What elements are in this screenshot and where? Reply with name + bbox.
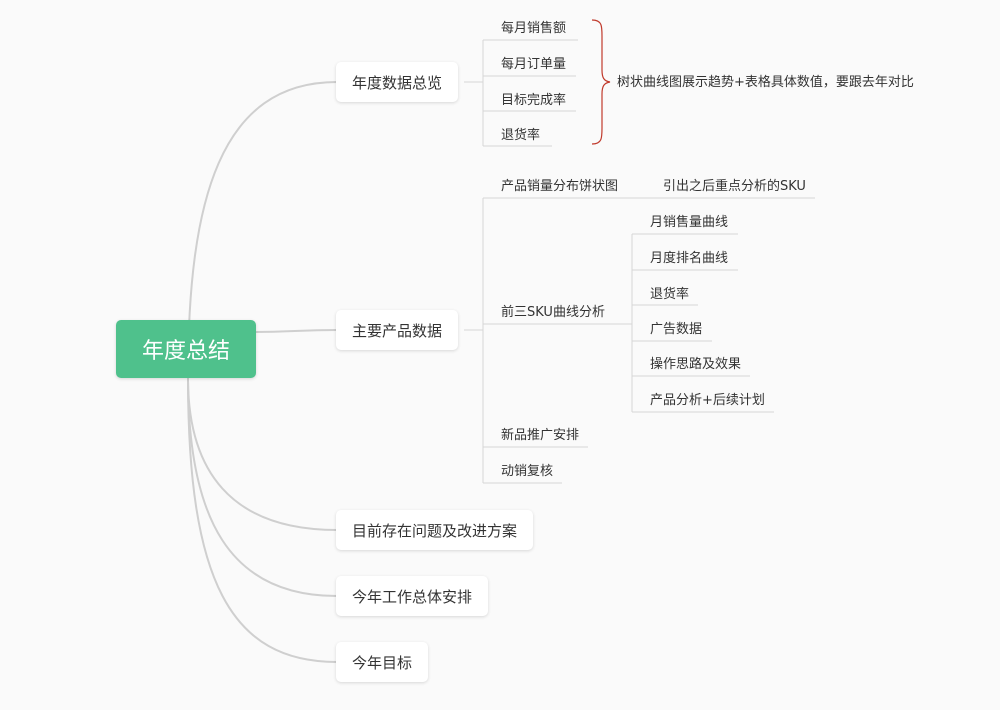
annotation-overview[interactable]: 树状曲线图展示趋势+表格具体数值，要跟去年对比 — [617, 75, 914, 90]
node-sku-note[interactable]: 引出之后重点分析的SKU — [663, 179, 806, 194]
link-root-overview — [187, 81, 338, 379]
node-top3-sku[interactable]: 前三SKU曲线分析 — [501, 305, 605, 320]
root-node[interactable]: 年度总结 — [116, 320, 256, 378]
link-root-issues — [187, 377, 338, 531]
node-monthly-orders[interactable]: 每月订单量 — [501, 57, 567, 72]
branch-issues[interactable]: 目前存在问题及改进方案 — [336, 510, 534, 550]
branch-annual-goal[interactable]: 今年目标 — [336, 642, 429, 682]
node-monthly-rank-curve[interactable]: 月度排名曲线 — [650, 251, 729, 266]
node-sales-review[interactable]: 动销复核 — [501, 464, 554, 479]
node-monthly-sales[interactable]: 每月销售额 — [501, 21, 567, 36]
brace — [591, 19, 611, 145]
node-target-completion[interactable]: 目标完成率 — [501, 93, 567, 108]
node-operation-ideas[interactable]: 操作思路及效果 — [650, 357, 742, 372]
node-sku-return-rate[interactable]: 退货率 — [650, 287, 690, 302]
node-return-rate[interactable]: 退货率 — [501, 128, 541, 143]
link-root-plan — [187, 377, 338, 597]
node-monthly-volume-curve[interactable]: 月销售量曲线 — [650, 215, 729, 230]
node-new-product[interactable]: 新品推广安排 — [501, 428, 580, 443]
node-pie-chart[interactable]: 产品销量分布饼状图 — [501, 179, 619, 194]
node-ad-data[interactable]: 广告数据 — [650, 322, 703, 337]
node-product-analysis-plan[interactable]: 产品分析+后续计划 — [650, 393, 765, 408]
branch-annual-overview[interactable]: 年度数据总览 — [336, 62, 459, 102]
link-root-products — [254, 329, 338, 333]
branch-annual-plan[interactable]: 今年工作总体安排 — [336, 576, 489, 616]
link-root-goal — [187, 377, 338, 663]
branch-main-products[interactable]: 主要产品数据 — [336, 310, 459, 350]
